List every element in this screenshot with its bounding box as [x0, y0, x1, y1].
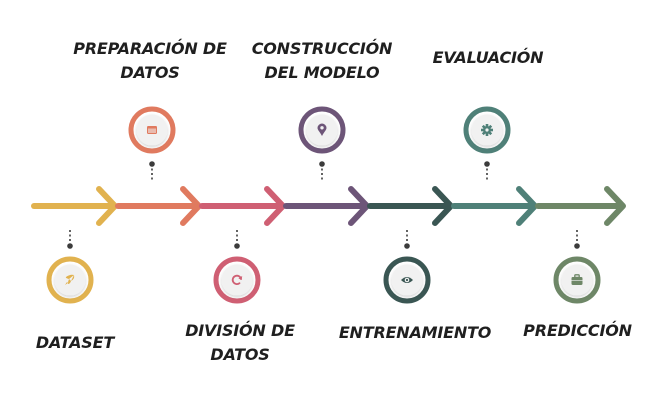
stage-disc	[221, 264, 253, 296]
stage-node	[128, 106, 176, 154]
stage-label-line: ENTRENAMIENTO	[338, 323, 492, 342]
stage-node	[463, 106, 511, 154]
stage-label-line: DATASET	[35, 333, 115, 352]
gear-icon	[481, 124, 493, 136]
stage-node	[298, 106, 346, 154]
connector-dot	[149, 161, 155, 167]
stage-label-dataset: DATASET	[20, 331, 130, 355]
connector-dot	[574, 243, 580, 249]
stage-label-line: CONSTRUCCIÓN	[251, 39, 393, 58]
stage-label-preparacion-de-datos: PREPARACIÓN DE DATOS	[60, 37, 240, 85]
rocket-icon	[65, 274, 75, 285]
stage-label-construccion-del-modelo: CONSTRUCCIÓN DEL MODELO	[237, 37, 407, 85]
location-pin-icon	[317, 123, 327, 136]
refresh-icon	[231, 274, 243, 285]
stage-label-line: DEL MODELO	[264, 63, 380, 82]
connector-dot	[319, 161, 325, 167]
stage-label-line: DATOS	[210, 345, 270, 364]
connector-dot	[484, 161, 490, 167]
connector-dot	[404, 243, 410, 249]
stage-label-line: DATOS	[120, 63, 180, 82]
stage-label-prediccion: PREDICCIÓN	[515, 319, 640, 343]
stage-node	[213, 256, 261, 304]
stage-label-division-de-datos: DIVISIÓN DE DATOS	[170, 319, 310, 367]
connector-dot	[67, 243, 73, 249]
stage-label-entrenamiento: ENTRENAMIENTO	[330, 321, 500, 345]
briefcase-icon	[571, 274, 583, 285]
stage-label-line: EVALUACIÓN	[432, 48, 544, 67]
stage-label-line: PREPARACIÓN DE	[73, 39, 227, 58]
connector-dot	[234, 243, 240, 249]
stage-label-line: DIVISIÓN DE	[185, 321, 295, 340]
arrow-chevron	[604, 186, 626, 226]
stage-label-line: PREDICCIÓN	[523, 321, 632, 340]
stage-node	[383, 256, 431, 304]
window-icon	[147, 126, 157, 134]
stage-node	[553, 256, 601, 304]
stage-label-evaluacion: EVALUACIÓN	[418, 46, 558, 70]
stage-node	[46, 256, 94, 304]
eye-icon	[401, 277, 413, 283]
